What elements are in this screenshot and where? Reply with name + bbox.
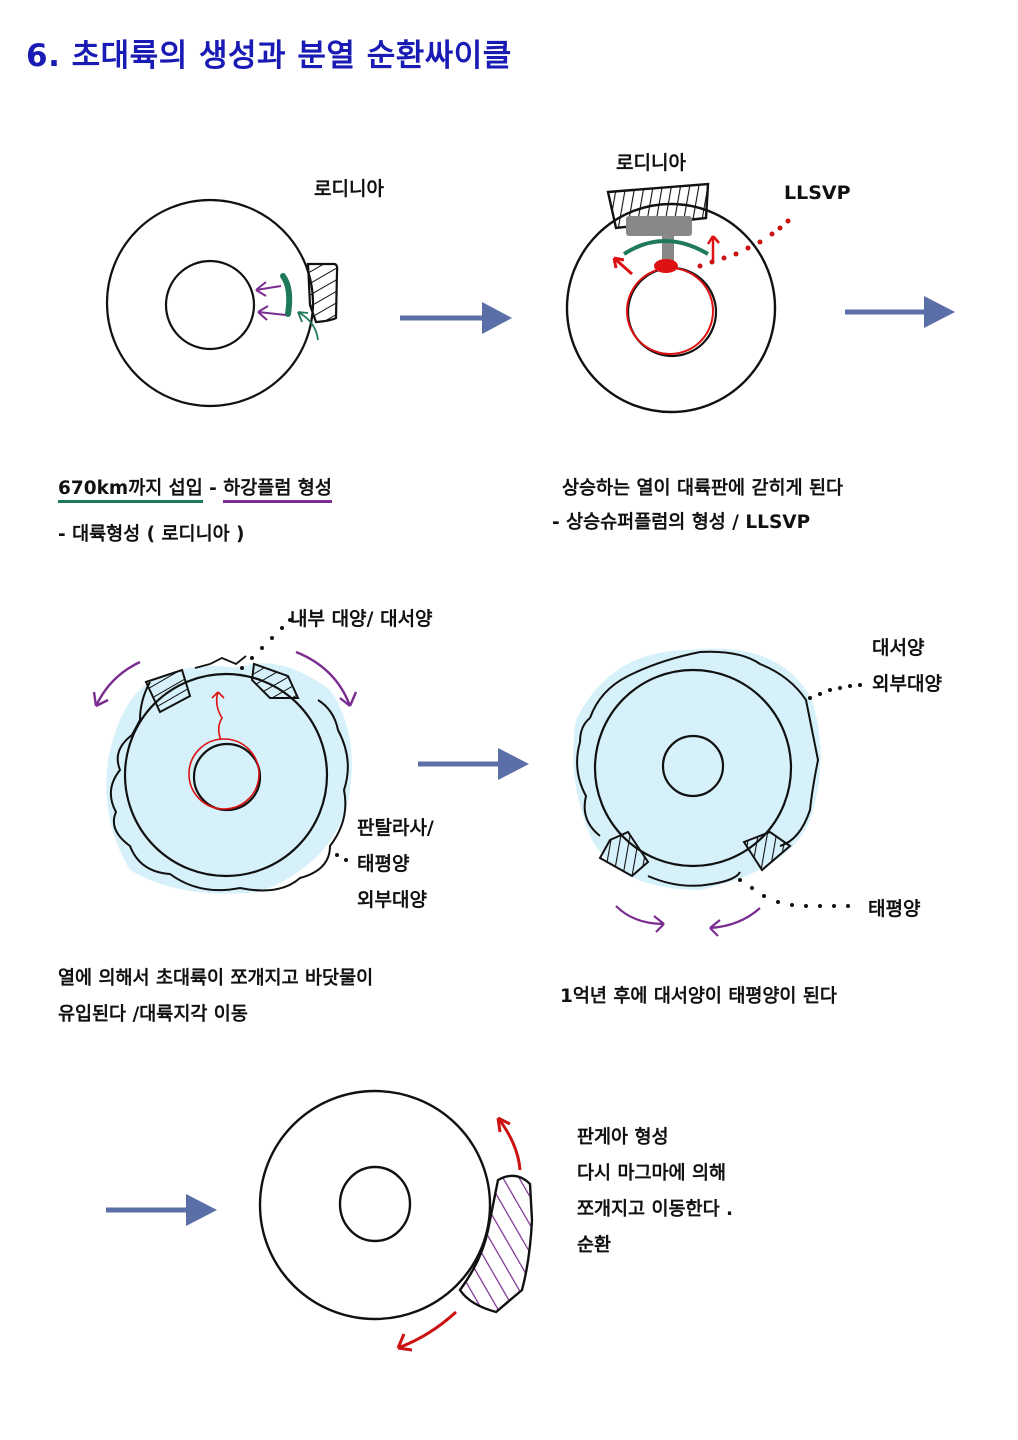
outer-ocean-text: 외부대양: [357, 889, 427, 911]
mantle-outline: [593, 668, 793, 868]
mantle-outline: [123, 672, 329, 878]
panel-1-caption-line-1: 670km까지 섭입 - 하강플럼 형성: [58, 472, 332, 506]
continent-left: [144, 668, 192, 714]
flow-arrow-2: [845, 296, 955, 328]
panel-1-earth: [105, 198, 339, 408]
outer-ocean-leader: [335, 853, 348, 862]
core-outline: [192, 742, 262, 812]
atlantic-label: 대서양: [872, 637, 925, 659]
page-title: 6. 초대륙의 생성과 분열 순환싸이클: [26, 38, 512, 74]
outer-ocean-label: 판탈라사/ 태평양 외부대양: [357, 810, 434, 918]
pangaea-block: [458, 1174, 534, 1314]
description-line: 쪼개지고 이동한다 .: [577, 1199, 734, 1220]
continent-left: [598, 830, 650, 878]
description-line: 다시 마그마에 의해: [577, 1163, 727, 1184]
plume-head: [654, 259, 678, 273]
converging-arrow-right: [709, 907, 761, 937]
upwelling-arrow-left: [612, 256, 633, 276]
core-outline-red: [188, 738, 260, 810]
rodinia-label: 로디니아: [314, 178, 384, 200]
panel-5-description: 판게아 형성 다시 마그마에 의해 쪼개지고 이동한다 . 순환: [577, 1120, 733, 1264]
atlantic-leader: [808, 683, 862, 700]
continent-right: [250, 662, 300, 699]
spreading-arrow-right: [295, 650, 358, 707]
description-line: 순환: [577, 1235, 612, 1256]
breakup-arrow-down: [396, 1310, 458, 1352]
inner-ocean-label: 내부 대양/ 대서양: [290, 608, 433, 630]
core-outline: [338, 1165, 412, 1243]
flow-arrow-3: [418, 748, 529, 780]
mantle-outline: [105, 198, 315, 408]
upwelling-arrow-right: [706, 235, 720, 262]
panel-4-earth: [573, 648, 862, 937]
panel-3-earth: [92, 618, 358, 894]
panel-3-caption-line-2: 유입된다 /대륙지각 이동: [58, 1004, 248, 1025]
rodinia-label: 로디니아: [616, 152, 686, 174]
ocean-wavy-outline: [576, 650, 820, 887]
ocean-wavy-outline: [109, 681, 349, 892]
flow-arrow-1: [400, 302, 512, 334]
panel-2-caption-line-2: - 상승슈퍼플럼의 형성 / LLSVP: [552, 512, 811, 533]
rising-heat-arrow: [211, 691, 225, 741]
atlantic-outer-ocean-label: 대서양 외부대양: [872, 630, 942, 702]
continent-block: [306, 262, 339, 324]
subducting-slab: [280, 273, 293, 317]
slab-green: [622, 239, 710, 256]
core-outline: [661, 734, 725, 798]
llsvp-label: LLSVP: [784, 182, 851, 204]
pacific-label: 태평양: [868, 898, 921, 920]
panel-2-caption-line-1: 상승하는 열이 대륙판에 갇히게 된다: [562, 478, 844, 499]
downwelling-arrow-lower: [257, 305, 287, 321]
downwelling-plume-phrase: 하강플럼 형성: [223, 478, 332, 503]
ocean-layer: [106, 663, 352, 894]
breakup-arrow-up: [496, 1116, 522, 1171]
panel-3-caption-line-1: 열에 의해서 초대륙이 쪼개지고 바닷물이: [58, 968, 374, 989]
mantle-outline: [258, 1089, 492, 1321]
core-outline: [164, 259, 256, 351]
panel-4-caption: 1억년 후에 대서양이 태평양이 된다: [560, 986, 837, 1007]
ocean-layer: [573, 648, 821, 890]
downwelling-arrow-upper: [255, 281, 282, 297]
ocean-top-wavy: [194, 655, 247, 669]
pacific-leader: [738, 878, 850, 908]
flow-arrow-4: [106, 1194, 217, 1226]
spreading-arrow-left: [92, 660, 141, 708]
description-line: 판게아 형성: [577, 1127, 669, 1148]
pacific-label: 태평양: [357, 853, 410, 875]
caption-separator: -: [202, 478, 224, 499]
inner-ocean-leader: [240, 618, 292, 670]
converging-arrow-left: [615, 905, 665, 933]
outer-ocean-text: 외부대양: [872, 673, 942, 695]
continent-right: [742, 830, 792, 872]
core-outline-red: [626, 267, 714, 355]
panel-5-earth: [258, 1089, 534, 1352]
panthalassa-label: 판탈라사/: [357, 817, 434, 839]
panel-1-caption-line-2: - 대륙형성 ( 로디니아 ): [58, 524, 245, 545]
subduction-phrase: 670km까지 섭입: [58, 478, 203, 503]
panel-2-earth: [565, 182, 791, 414]
slab-arrow: [297, 311, 319, 341]
llsvp-dotted-leader: [697, 218, 791, 269]
